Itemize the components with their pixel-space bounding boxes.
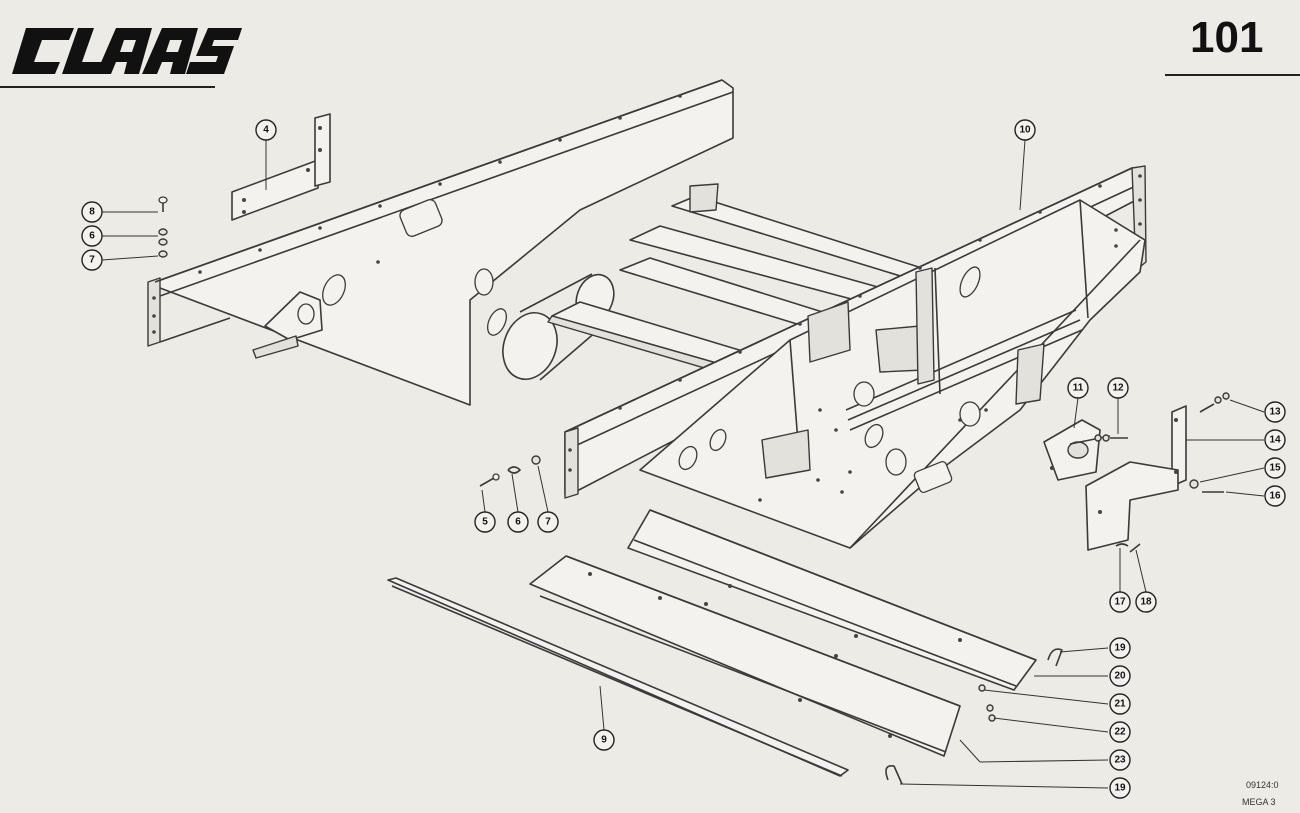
callout-22: 22 xyxy=(1109,721,1131,743)
leader-lines xyxy=(101,139,1265,789)
trough-clips xyxy=(588,572,962,738)
long-trough-parts xyxy=(387,509,1037,777)
bolt-group-middle xyxy=(479,455,541,487)
model-name: MEGA 3 xyxy=(1242,797,1276,807)
callout-7b: 7 xyxy=(537,511,559,533)
callout-4a: 4 xyxy=(255,119,277,141)
svg-text:19: 19 xyxy=(1114,643,1126,654)
callout-20: 20 xyxy=(1109,665,1131,687)
callout-18: 18 xyxy=(1135,591,1157,613)
svg-text:5: 5 xyxy=(482,517,488,528)
header-rule-right xyxy=(1165,74,1300,76)
svg-text:11: 11 xyxy=(1073,383,1084,394)
svg-text:13: 13 xyxy=(1269,407,1281,418)
callout-10: 10 xyxy=(1014,119,1036,141)
callout-9: 9 xyxy=(593,729,615,751)
svg-text:21: 21 xyxy=(1114,699,1126,710)
callout-11: 11 xyxy=(1067,377,1089,399)
svg-text:18: 18 xyxy=(1140,597,1152,608)
callout-6b: 6 xyxy=(507,511,529,533)
part-13-18-bracket xyxy=(1085,392,1230,553)
part-10-main-frame xyxy=(564,165,1147,549)
clips-19-21-22 xyxy=(885,648,1063,785)
callout-15: 15 xyxy=(1264,457,1286,479)
callout-7a: 7 xyxy=(81,249,103,271)
left-panel-holes xyxy=(152,94,682,334)
svg-text:23: 23 xyxy=(1114,755,1126,766)
part-4-bracket xyxy=(231,113,331,221)
svg-text:4: 4 xyxy=(263,125,269,136)
callout-23: 23 xyxy=(1109,749,1131,771)
left-side-panel xyxy=(147,79,734,406)
claas-logo xyxy=(12,28,242,74)
callout-6a: 6 xyxy=(81,225,103,247)
callout-17: 17 xyxy=(1109,591,1131,613)
svg-text:7: 7 xyxy=(545,517,551,528)
svg-text:16: 16 xyxy=(1269,491,1281,502)
callout-8a: 8 xyxy=(81,201,103,223)
svg-text:15: 15 xyxy=(1269,463,1281,474)
callout-16: 16 xyxy=(1264,485,1286,507)
callout-19a: 19 xyxy=(1109,637,1131,659)
callout-19b: 19 xyxy=(1109,777,1131,799)
callout-21: 21 xyxy=(1109,693,1131,715)
svg-text:6: 6 xyxy=(515,517,521,528)
svg-text:10: 10 xyxy=(1019,125,1031,136)
drawing-code: 09124:0 xyxy=(1246,780,1279,790)
svg-text:19: 19 xyxy=(1114,783,1126,794)
svg-text:14: 14 xyxy=(1269,435,1281,446)
page-number: 101 xyxy=(1190,13,1264,62)
svg-text:6: 6 xyxy=(89,231,95,242)
header-rule-left xyxy=(0,86,215,88)
svg-text:17: 17 xyxy=(1114,597,1126,608)
svg-text:9: 9 xyxy=(601,735,607,746)
svg-text:8: 8 xyxy=(89,207,95,218)
svg-text:7: 7 xyxy=(89,255,95,266)
callout-14: 14 xyxy=(1264,429,1286,451)
bolt-stack-left xyxy=(158,196,168,258)
callout-5b: 5 xyxy=(474,511,496,533)
svg-text:12: 12 xyxy=(1112,383,1124,394)
callout-12: 12 xyxy=(1107,377,1129,399)
svg-text:22: 22 xyxy=(1114,727,1126,738)
part-11-12-bracket xyxy=(1043,419,1128,481)
callout-13: 13 xyxy=(1264,401,1286,423)
svg-text:20: 20 xyxy=(1114,671,1126,682)
